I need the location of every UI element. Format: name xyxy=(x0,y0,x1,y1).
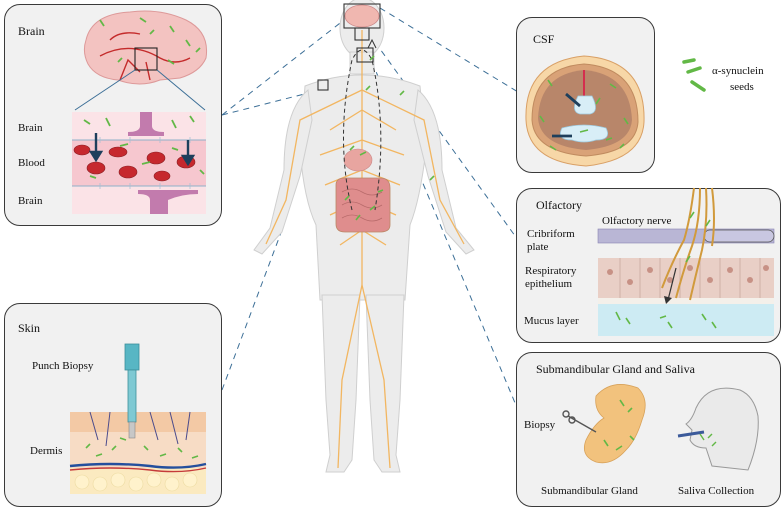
body-seeds xyxy=(344,55,435,221)
connector-brain-bottom xyxy=(221,89,321,116)
body-intestines xyxy=(335,177,391,233)
cribriform-label-line1: Cribriform xyxy=(527,228,575,240)
dermis-label: Dermis xyxy=(30,445,63,457)
saliva-seeds xyxy=(699,433,717,447)
respiratory-label-line1: Respiratory xyxy=(525,265,577,277)
brain-label-blood: Blood xyxy=(18,157,45,169)
connector-csf xyxy=(379,7,519,93)
connector-submandibular xyxy=(371,61,519,411)
dermis-layer xyxy=(70,432,206,468)
submandibular-gland xyxy=(583,384,646,464)
brain-zoom-box xyxy=(134,47,158,71)
connector-brain-top xyxy=(221,19,345,116)
ventricle-top xyxy=(574,95,596,115)
brain-seeds xyxy=(83,17,205,179)
face-profile xyxy=(685,387,759,471)
connector-olfactory xyxy=(374,41,519,241)
olfactory-nerve-fibers xyxy=(661,187,715,301)
olfactory-seeds xyxy=(615,211,717,329)
biopsy-scissors-icon xyxy=(562,410,597,433)
body-box-mouth xyxy=(356,47,374,63)
skin-blood-vessels xyxy=(69,462,207,469)
body-right-arm xyxy=(413,89,475,255)
mucus-layer-label: Mucus layer xyxy=(524,315,579,327)
brain-label-top: Brain xyxy=(18,122,43,134)
cribriform-label-line2: plate xyxy=(527,241,549,253)
csf-panel-title: CSF xyxy=(533,32,555,46)
body-box-nose xyxy=(354,27,370,41)
legend-label-line2: seeds xyxy=(730,81,754,93)
submandibular-panel-title: Submandibular Gland and Saliva xyxy=(536,362,695,376)
respiratory-label-line2: epithelium xyxy=(525,278,573,290)
skin-seeds xyxy=(85,437,199,459)
epithelium-cells xyxy=(619,258,761,298)
saliva-collection-label: Saliva Collection xyxy=(678,485,755,497)
submandibular-gland-label: Submandibular Gland xyxy=(541,485,638,497)
body-right-leg xyxy=(365,294,405,473)
body-brain xyxy=(344,4,380,28)
olfactory-nerve-label: Olfactory nerve xyxy=(602,215,672,227)
spread-path-arrow xyxy=(343,49,382,211)
skin-panel-title: Skin xyxy=(18,321,41,335)
punch-biopsy-label: Punch Biopsy xyxy=(32,360,94,372)
brain-panel-title: Brain xyxy=(18,24,45,38)
gland-seeds xyxy=(603,399,635,451)
csf-seeds xyxy=(539,79,629,151)
skin-top-layer xyxy=(70,412,206,432)
brain-label-bottom: Brain xyxy=(18,195,43,207)
biopsy-label: Biopsy xyxy=(524,419,556,431)
legend-label-line1: α-synuclein xyxy=(712,65,764,77)
olfactory-panel-title: Olfactory xyxy=(536,198,582,212)
body-box-skin xyxy=(317,79,329,91)
saliva-swab xyxy=(677,430,705,438)
ventricle-bottom xyxy=(559,124,609,143)
neuron-top xyxy=(128,112,164,136)
neuron-bottom xyxy=(138,190,198,214)
